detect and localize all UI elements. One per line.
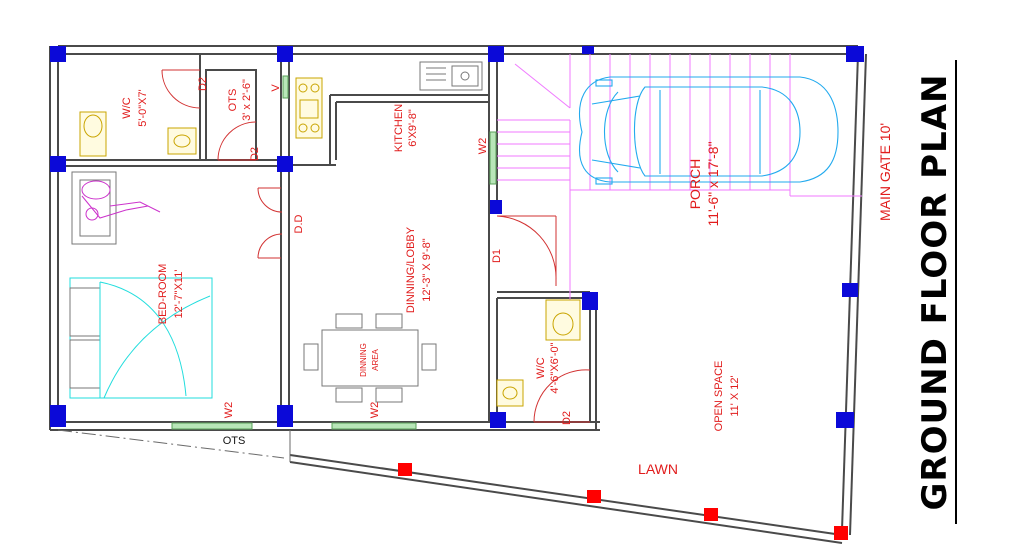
wc-bottom-name: W/C — [535, 357, 547, 378]
lawn-posts — [398, 463, 848, 540]
wc-top-size: 5'-0"X7' — [137, 89, 149, 126]
toilet-icon — [79, 111, 107, 157]
ots-shaft-size: 3' x 2'-6" — [241, 79, 253, 121]
columns — [50, 46, 864, 428]
kitchen-size: 6'X9'-8" — [407, 109, 419, 147]
bedroom-name: BED-ROOM — [157, 264, 169, 325]
label-main-gate: MAIN GATE 10' — [877, 123, 893, 221]
label-d2-wc-bottom: D2 — [561, 411, 573, 425]
plan-title: GROUND FLOOR PLAN — [915, 74, 955, 511]
label-ots-bottom: OTS — [223, 435, 246, 447]
doors — [161, 69, 591, 423]
porch-name: PORCH — [687, 159, 703, 210]
dining-lobby-size: 12'-3" X 9'-8" — [421, 238, 433, 301]
label-lawn: LAWN — [638, 461, 678, 477]
open-space-size: 11' X 12' — [729, 375, 741, 416]
basin-icon-2 — [496, 379, 524, 407]
sink-icon — [419, 61, 483, 91]
dining-area-line1: DINNING — [359, 343, 368, 377]
toilet-icon-2 — [545, 299, 581, 341]
wc-top-name: W/C — [121, 97, 133, 118]
label-w2-dining: W2 — [369, 402, 381, 419]
ots-shaft-name: OTS — [227, 89, 239, 112]
label-v: V — [270, 84, 282, 92]
bedroom-size: 12'-7"X11' — [173, 270, 185, 319]
room-labels: W/C 5'-0"X7' OTS 3' x 2'-6" KITCHEN 6'X9… — [121, 79, 741, 431]
dining-lobby-name: DINNING/LOBBY — [405, 226, 417, 313]
dining-table-icon — [303, 313, 437, 403]
person-icon — [81, 180, 161, 221]
porch-size: 11'-6" x 17'-8" — [705, 141, 721, 226]
dining-area-line2: AREA — [371, 348, 380, 370]
label-w2-kitchen: W2 — [477, 138, 489, 155]
opening-labels: D2 V D2 D.D W2 D1 W2 W2 D2 OTS MAIN GATE… — [197, 77, 893, 477]
windows — [171, 75, 497, 430]
car-icon — [578, 76, 839, 185]
kitchen-name: KITCHEN — [393, 104, 405, 152]
label-w2-bed: W2 — [223, 402, 235, 419]
bed-icon — [69, 277, 213, 399]
basin-icon — [167, 127, 197, 155]
label-d2-ots: D2 — [249, 147, 261, 161]
open-space-name: OPEN SPACE — [713, 361, 725, 432]
label-dd: D.D — [293, 214, 305, 233]
walls — [49, 45, 867, 544]
wc-bottom-size: 4'-6"X6'-0" — [549, 342, 561, 393]
label-d1: D1 — [491, 249, 503, 263]
sofa-icon — [71, 171, 117, 245]
stove-icon — [295, 77, 323, 139]
label-d2-wc: D2 — [197, 77, 209, 91]
staircase — [497, 54, 862, 300]
